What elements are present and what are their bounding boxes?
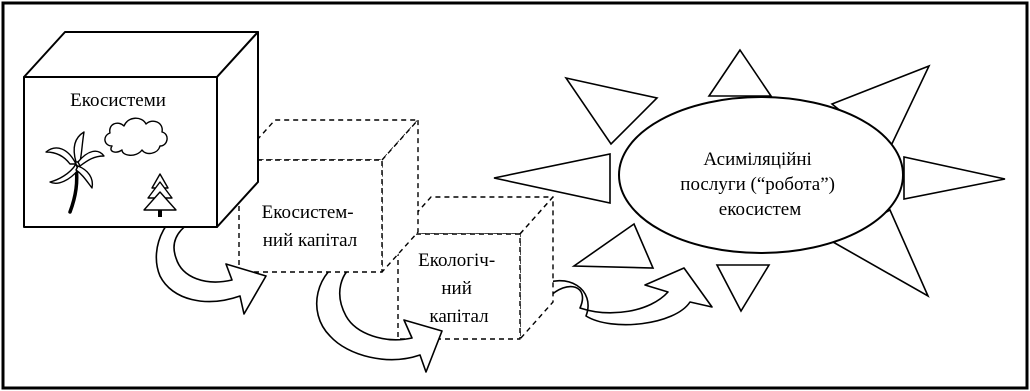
ecological-capital-box [397,196,554,340]
services-ellipse [618,96,904,254]
palm-tree-icon [45,131,105,214]
curved-arrow-to-ecological-capital [315,257,443,373]
ecological-capital-line-2: ний [441,278,472,299]
fir-tree-icon [143,173,177,217]
ecosystem-capital-line-2: ний капітал [263,230,358,251]
ecological-capital-line-1: Екологіч- [418,250,495,271]
services-label-line-1: Асиміляційні [703,149,811,170]
services-label: Асиміляційні послуги (“робота”) екосисте… [680,149,839,220]
ray-left [493,153,611,204]
ray-bottom-left [571,222,655,269]
ecosystems-label: Екосистеми [70,90,166,111]
services-label-line-3: екосистем [719,199,801,220]
ecosystem-capital-label: Екосистем- ний капітал [262,202,359,251]
ray-top [707,48,773,97]
ray-top-left [564,76,659,146]
ecosystem-capital-line-1: Екосистем- [262,202,354,223]
ray-bottom [715,264,771,313]
cloud-icon [104,117,168,156]
ecological-capital-label: Екологіч- ний капітал [418,250,500,327]
ray-right [903,156,1006,200]
curved-arrow-to-services [536,267,713,326]
services-label-line-2: послуги (“робота”) [680,174,835,195]
sun-rays [493,48,1006,313]
ecosystem-capital-box [238,119,419,273]
curved-arrow-to-ecosystem-capital [155,201,267,315]
ecological-capital-line-3: капітал [429,306,489,327]
